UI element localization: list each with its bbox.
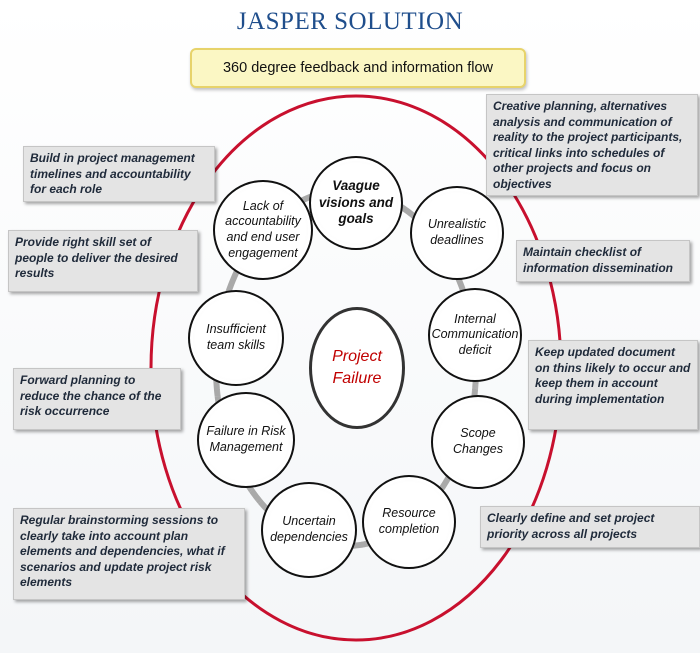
page-title: JASPER SOLUTION [236,8,464,35]
node-text: Uncertain [282,514,336,529]
node-insufficient-team-skills: Insufficient team skills [188,290,284,386]
node-text: dependencies [270,530,348,544]
node-text: team skills [206,338,266,352]
node-internal-communication: Internal Communication deficit [428,288,522,382]
node-vague-visions: Vaague visions and goals [309,156,403,250]
node-text: Communication [431,327,519,342]
node-text: deadlines [430,233,484,247]
node-text: Internal [454,311,496,326]
node-text: Vaague [332,177,380,193]
node-unrealistic-deadlines: Unrealistic deadlines [410,186,504,280]
note-project-priority: Clearly define and set project priority … [480,506,700,548]
node-text: deficit [458,342,492,357]
node-failure-risk-management: Failure in Risk Management [197,392,295,488]
node-lack-of-accountability: Lack of accountability and end user enga… [213,180,313,280]
node-text: Resource [382,506,436,521]
node-text: Lack of [242,198,284,213]
note-timelines: Build in project management timelines an… [23,146,215,202]
center-line2: Failure [332,370,382,387]
node-text: and end user [226,230,300,244]
note-updated-document: Keep updated document on thins likely to… [528,340,698,430]
node-text: Failure in Risk [206,424,286,439]
center-line1: Project [332,347,382,365]
note-forward-planning: Forward planning to reduce the chance of… [13,368,181,430]
node-text: visions and [318,194,394,210]
node-uncertain-dependencies: Uncertain dependencies [261,482,357,578]
node-text: goals [338,211,374,227]
node-text: Management [209,440,283,454]
node-text: Changes [452,442,504,456]
node-text: accountability [225,214,301,229]
node-text: Scope [460,426,496,441]
node-resource-completion: Resource completion [362,475,456,569]
node-text: completion [378,522,440,536]
subtitle-box: 360 degree feedback and information flow [190,48,526,88]
note-brainstorming: Regular brainstorming sessions to clearl… [13,508,245,600]
node-text: engagement [228,245,298,260]
note-skill-set: Provide right skill set of people to del… [8,230,198,292]
node-text: Unrealistic [427,217,487,232]
node-scope-changes: Scope Changes [431,395,525,489]
note-creative-planning: Creative planning, alternatives analysis… [486,94,698,196]
subtitle-text: 360 degree feedback and information flow [222,60,494,76]
node-text: Insufficient [206,322,266,337]
center-node: Project Failure [309,307,405,429]
note-checklist: Maintain checklist of information dissem… [516,240,690,282]
